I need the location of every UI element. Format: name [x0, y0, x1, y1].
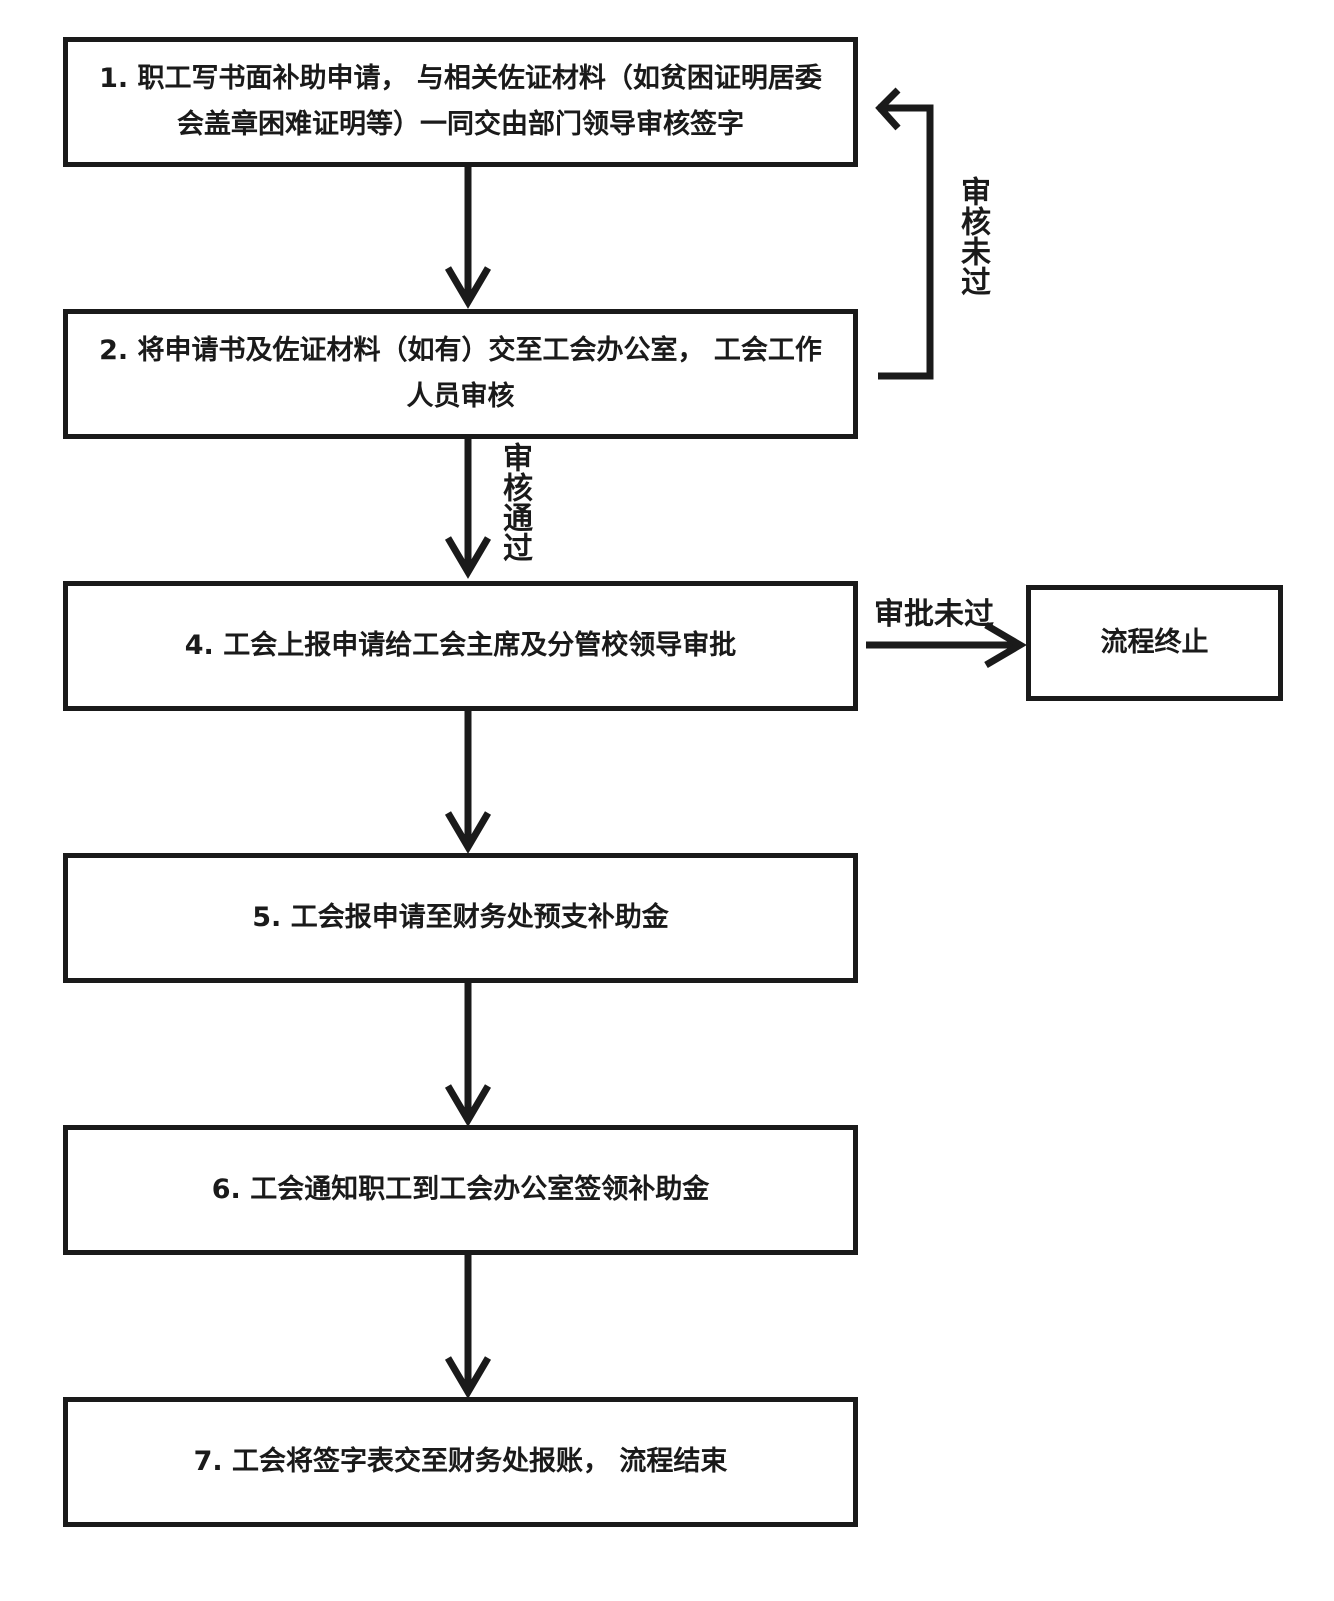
step2-text: 2. 将申请书及佐证材料（如有）交至工会办公室， 工会工作人员审核 — [99, 335, 822, 412]
step5-box: 5. 工会报申请至财务处预支补助金 — [63, 853, 858, 983]
step6-text: 6. 工会通知职工到工会办公室签领补助金 — [211, 1174, 710, 1205]
arrow-step2-to-step4 — [444, 438, 492, 579]
step4-box: 4. 工会上报申请给工会主席及分管校领导审批 — [63, 581, 858, 711]
terminate-box: 流程终止 — [1026, 585, 1283, 701]
arrow-step5-to-step6 — [444, 982, 492, 1127]
arrow-review-failed-loop — [875, 87, 934, 380]
arrow-approval-failed — [866, 621, 1027, 669]
terminate-text: 流程终止 — [1100, 627, 1209, 658]
arrow-step1-to-step2 — [444, 166, 492, 309]
step7-text: 7. 工会将签字表交至财务处报账， 流程结束 — [193, 1446, 728, 1477]
step6-box: 6. 工会通知职工到工会办公室签领补助金 — [63, 1125, 858, 1255]
step5-text: 5. 工会报申请至财务处预支补助金 — [252, 902, 669, 933]
step1-box: 1. 职工写书面补助申请， 与相关佐证材料（如贫困证明居委会盖章困难证明等）一同… — [63, 37, 858, 167]
arrow-step6-to-step7 — [444, 1254, 492, 1399]
label-approval-failed: 审批未过 — [874, 597, 994, 632]
step4-text: 4. 工会上报申请给工会主席及分管校领导审批 — [184, 630, 737, 661]
arrow-step4-to-step5 — [444, 710, 492, 854]
step2-box: 2. 将申请书及佐证材料（如有）交至工会办公室， 工会工作人员审核 — [63, 309, 858, 439]
label-review-failed: 审核未过 — [955, 176, 990, 296]
label-review-passed: 审核通过 — [497, 442, 532, 562]
step7-box: 7. 工会将签字表交至财务处报账， 流程结束 — [63, 1397, 858, 1527]
step1-text: 1. 职工写书面补助申请， 与相关佐证材料（如贫困证明居委会盖章困难证明等）一同… — [99, 63, 822, 140]
